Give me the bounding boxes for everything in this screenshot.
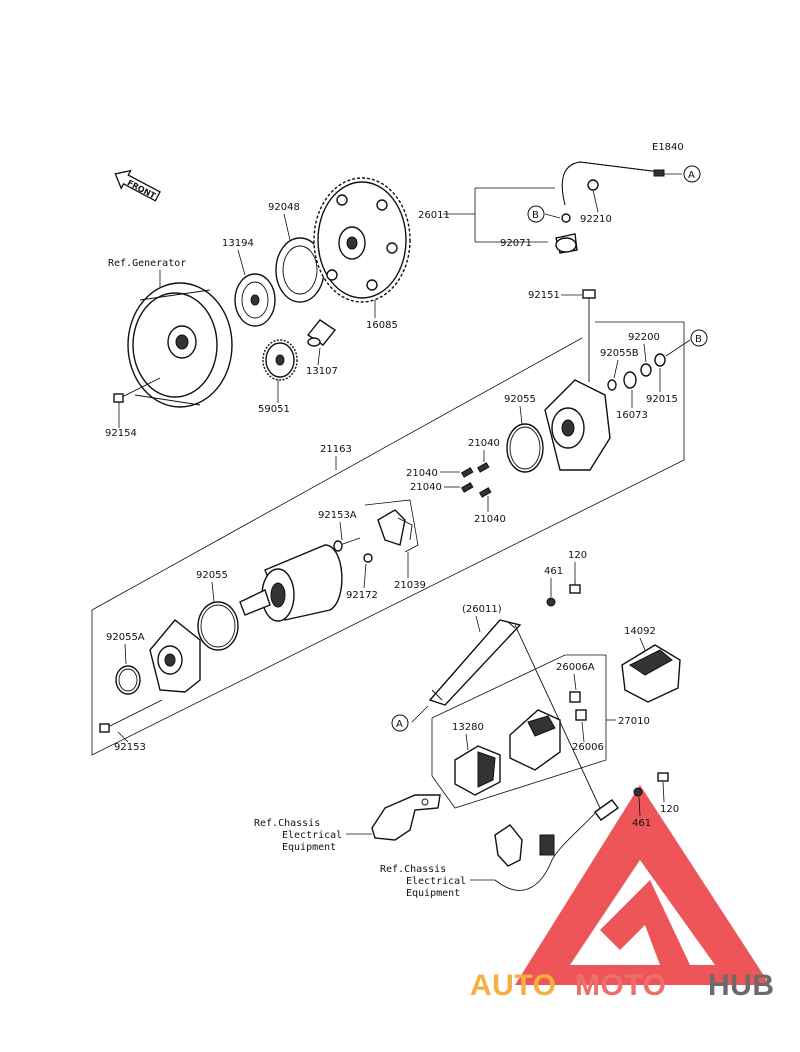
bolt-92153 [99,699,163,733]
logo-triangle-cut [600,880,690,965]
svg-text:AUTO: AUTO [470,969,556,1002]
label-92055b: 92055B [600,348,639,359]
ref-chassis-2-line2: Electrical [406,876,466,887]
end-cover-front [149,619,201,693]
label-92055-mid: 92055 [196,570,228,581]
label-92015: 92015 [646,394,678,405]
hose-assembly-26011 [555,161,665,254]
relay-13280 [454,745,501,796]
automotohub-logo [515,785,770,985]
label-21163: 21163 [320,444,352,455]
callout-b-right: B [690,329,708,347]
starter-motor-frame [91,321,685,756]
ref-generator: Ref.Generator [108,258,186,269]
bolt-92151 [582,289,596,382]
label-21040-c: 21040 [410,482,442,493]
one-way-clutch-13194 [234,273,276,327]
screw-92153a [333,537,361,552]
automotohub-watermark: AUTO MOTO HUB [470,969,775,1002]
svg-text:A: A [688,170,695,181]
label-120-bottom: 120 [660,804,679,815]
ref-chassis-1-line3: Equipment [282,842,336,853]
label-92151: 92151 [528,290,560,301]
relay-box-frame [431,654,607,809]
shaft-13107 [306,319,337,347]
label-92154: 92154 [105,428,137,439]
label-92055-top: 92055 [504,394,536,405]
label-120-top: 120 [568,550,587,561]
flywheel-rotor [127,282,233,408]
label-92153a: 92153A [318,510,357,521]
label-16085: 16085 [366,320,398,331]
ref-chassis-1-line2: Electrical [282,830,342,841]
label-92200: 92200 [628,332,660,343]
gear-idle-59051 [262,339,298,381]
label-21039: 21039 [394,580,426,591]
label-92071: 92071 [500,238,532,249]
label-92055a: 92055A [106,632,145,643]
relay-bracket [371,794,441,841]
label-92172: 92172 [346,590,378,601]
label-92153: 92153 [114,742,146,753]
front-arrow-icon: FRONT [114,169,161,202]
o-ring-92055a [115,665,141,695]
ref-chassis-2-line1: Ref.Chassis [380,864,446,875]
bolt-120-top [569,580,581,594]
nut-461-bottom [633,787,643,797]
label-21040-d: 21040 [474,514,506,525]
label-27010: 27010 [618,716,650,727]
lead-wire [494,799,619,891]
battery-cable [428,619,601,809]
brushes-21040 [460,462,492,498]
svg-text:B: B [695,334,702,345]
label-92048: 92048 [268,202,300,213]
svg-text:MOTO: MOTO [575,969,666,1002]
collar-92048 [275,237,325,303]
diagram-code: E1840 [652,142,684,153]
nut-461-top [546,597,556,607]
starter-relay-27010 [509,709,561,771]
label-13194: 13194 [222,238,254,249]
ref-chassis-2-line3: Equipment [406,888,460,899]
gear-starter-16085 [313,177,411,303]
label-13107: 13107 [306,366,338,377]
label-461-top: 461 [544,566,563,577]
fuse-26006a [569,691,581,703]
bolt-92154 [113,377,161,403]
svg-text:HUB: HUB [708,969,775,1002]
relay-cover-14092 [621,644,681,703]
end-cover-rear [544,379,611,471]
o-ring-92055-mid [197,601,239,651]
fuse-26006 [575,709,587,721]
label-21040-a: 21040 [468,438,500,449]
label-26006a: 26006A [556,662,595,673]
ref-chassis-1-line1: Ref.Chassis [254,818,320,829]
label-26011: 26011 [418,210,450,221]
label-14092: 14092 [624,626,656,637]
label-26011-paren: (26011) [462,604,502,615]
label-26006: 26006 [572,742,604,753]
label-16073: 16073 [616,410,648,421]
label-13280: 13280 [452,722,484,733]
label-461-bottom: 461 [632,818,651,829]
terminal-parts [607,339,691,391]
callout-a-bottom: A [391,714,409,732]
label-92210: 92210 [580,214,612,225]
callout-a-top: A [683,165,701,183]
screw-92172 [363,553,373,563]
label-59051: 59051 [258,404,290,415]
label-21040-b: 21040 [406,468,438,479]
brush-holder-21039 [377,509,413,546]
o-ring-92055-top [506,423,544,473]
starter-motor-yoke [239,544,343,622]
svg-text:B: B [532,210,539,221]
svg-text:A: A [396,719,403,730]
bolt-120-bottom [657,772,669,782]
callout-b-top: B [527,205,545,223]
